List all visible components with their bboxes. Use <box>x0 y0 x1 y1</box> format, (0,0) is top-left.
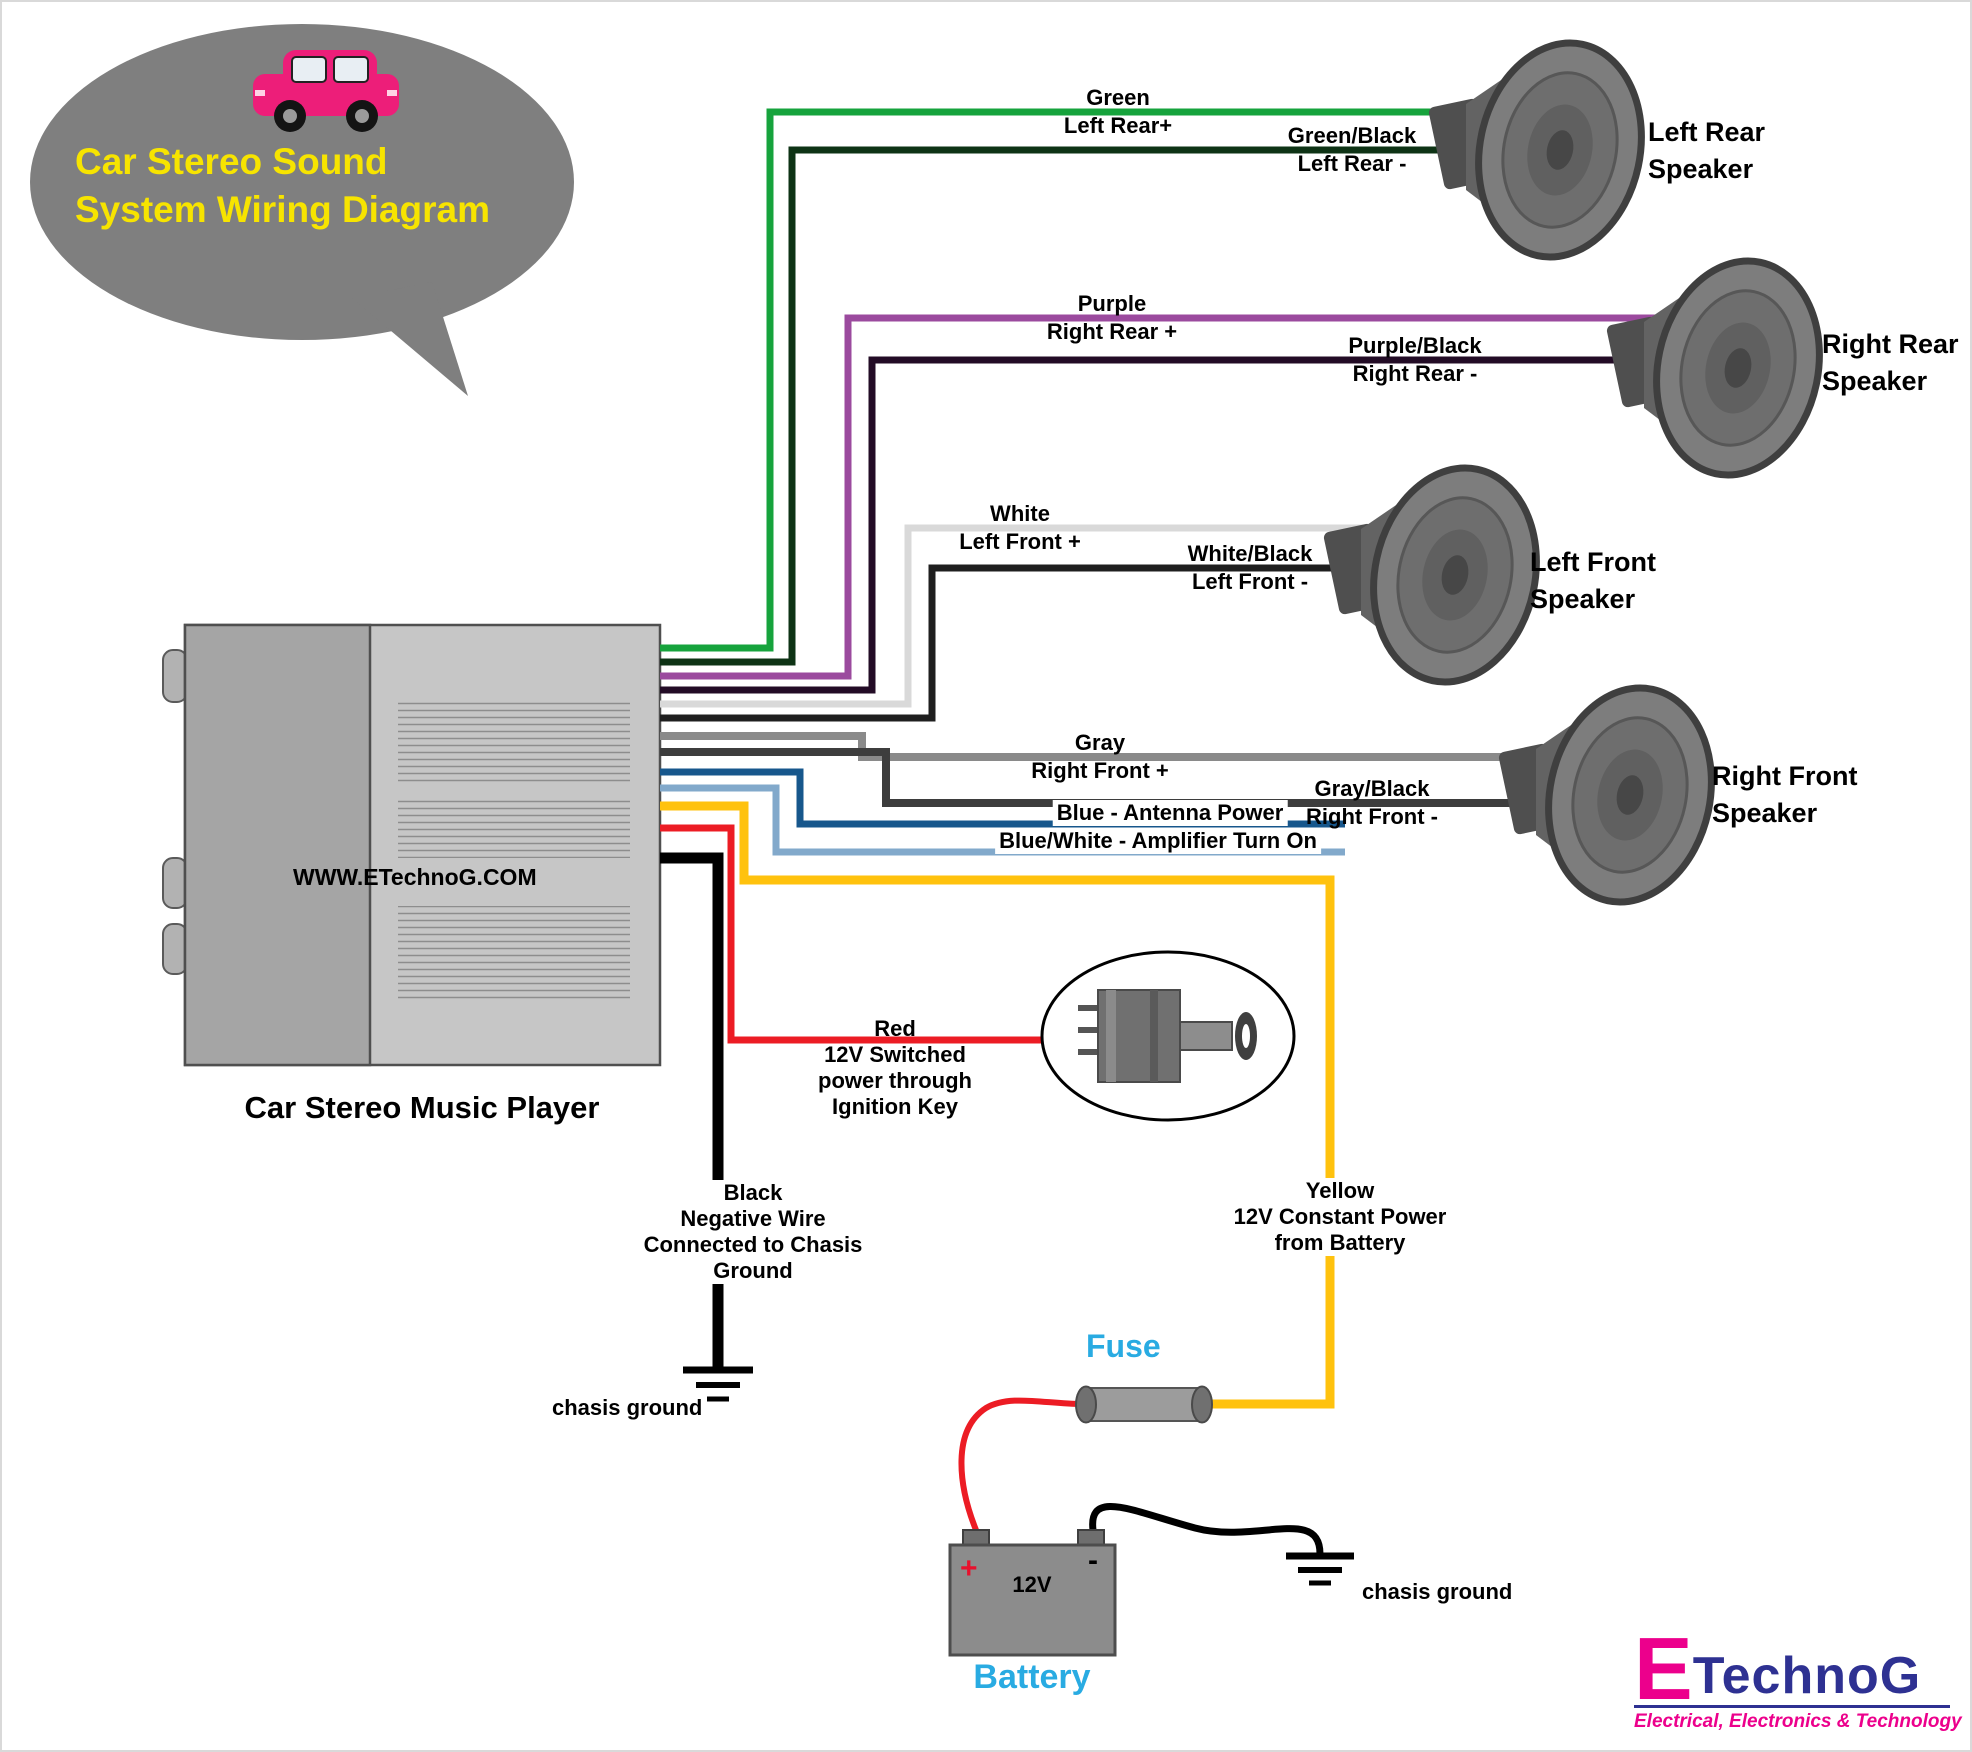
wire-label-line: Red <box>874 1016 916 1041</box>
wire-purple <box>660 314 1672 680</box>
wire-label-green-black: Green/Black Left Rear - <box>1288 122 1416 178</box>
wire-name: Green/Black <box>1287 123 1417 148</box>
wire-label-line: Ignition Key <box>832 1094 958 1119</box>
wire-label-line: Negative Wire <box>680 1206 826 1231</box>
wire-desc: Right Rear - <box>1352 361 1478 386</box>
chassis-ground-label-right: chasis ground <box>1362 1579 1513 1604</box>
diagram-title: Car Stereo Sound System Wiring Diagram <box>75 138 490 234</box>
wire-label-black: Black Negative Wire Connected to Chasis … <box>639 1180 867 1284</box>
speaker-label-line: Left Front <box>1530 547 1656 577</box>
speaker-label-line: Left Rear <box>1648 117 1766 147</box>
ignition-key <box>1040 950 1296 1122</box>
wire-purple-black <box>660 356 1660 694</box>
right-front-speaker <box>1498 673 1731 918</box>
speaker-label-line: Speaker <box>1530 584 1636 614</box>
wire-white-black <box>660 564 1378 722</box>
speaker-label-line: Speaker <box>1648 154 1754 184</box>
speaker-label-line: Speaker <box>1822 366 1928 396</box>
speaker-label-line: Right Front <box>1712 761 1858 791</box>
battery-label: Battery <box>973 1658 1091 1696</box>
wire-label-purple: Purple Right Rear + <box>1047 290 1177 346</box>
wire-desc: Right Front + <box>1031 758 1169 783</box>
wire-label-line: Black <box>723 1180 783 1205</box>
logo-divider <box>1634 1705 1950 1708</box>
left-rear-speaker <box>1428 28 1661 273</box>
wire-battery-positive <box>958 1397 1083 1532</box>
wire-label-blue-white: Blue/White - Amplifier Turn On <box>995 828 1321 854</box>
chassis-ground-symbol-left <box>683 1366 753 1402</box>
right-rear-speaker <box>1606 246 1839 491</box>
wire-label-white: White Left Front + <box>959 500 1081 556</box>
wire-name: Gray/Black <box>1314 776 1430 801</box>
wire-gray <box>660 732 1558 761</box>
wire-desc: Left Front + <box>959 529 1081 554</box>
wire-name: Green <box>1086 85 1150 110</box>
wire-label-line: 12V Switched <box>824 1042 966 1067</box>
battery-minus-terminal-label: - <box>1088 1544 1098 1577</box>
stereo-vents <box>398 700 630 786</box>
wire-label-yellow: Yellow 12V Constant Power from Battery <box>1229 1178 1451 1256</box>
wire-desc: Right Rear + <box>1046 319 1178 344</box>
stereo-unit <box>162 623 662 1067</box>
battery-voltage-label: 12V <box>1012 1572 1052 1597</box>
wire-label-line: power through <box>818 1068 972 1093</box>
wire-name: Gray <box>1074 730 1126 755</box>
wire-label-line: 12V Constant Power <box>1233 1204 1447 1229</box>
left-rear-speaker-label: Left Rear Speaker <box>1648 114 1765 188</box>
stereo-vents <box>398 800 630 858</box>
wire-desc: Left Rear+ <box>1063 113 1173 138</box>
chassis-ground-label-left: chasis ground <box>552 1395 703 1420</box>
wire-battery-negative <box>1089 1503 1324 1555</box>
right-front-speaker-label: Right Front Speaker <box>1712 758 1857 832</box>
fuse <box>1075 1385 1213 1424</box>
wire-label-gray-black: Gray/Black Right Front - <box>1306 775 1438 831</box>
wire-desc: Right Front - <box>1306 804 1438 829</box>
wire-label-line: Connected to Chasis <box>643 1232 863 1257</box>
left-front-speaker <box>1323 453 1556 698</box>
wire-label-line: from Battery <box>1274 1230 1406 1255</box>
stereo-vents <box>398 906 630 1002</box>
fuse-label: Fuse <box>1086 1328 1161 1364</box>
title-line-2: System Wiring Diagram <box>75 189 491 230</box>
wire-label-line: Yellow <box>1305 1178 1375 1203</box>
etechnog-logo: E TechnoG Electrical, Electronics & Tech… <box>1634 1619 1962 1733</box>
wire-label-gray: Gray Right Front + <box>1031 729 1168 785</box>
logo-name: TechnoG <box>1692 1647 1922 1705</box>
wire-red <box>660 824 1045 1044</box>
wire-name: Purple <box>1077 291 1147 316</box>
title-line-1: Car Stereo Sound <box>75 141 388 182</box>
wire-label-blue: Blue - Antenna Power <box>1052 800 1288 826</box>
logo-tagline: Electrical, Electronics & Technology <box>1634 1711 1962 1732</box>
wire-label-line: Ground <box>713 1258 793 1283</box>
speech-bubble <box>30 24 574 396</box>
stereo-watermark: WWW.ETechnoG.COM <box>293 864 537 890</box>
wire-white <box>660 524 1385 708</box>
battery-plus-terminal-label: + <box>960 1552 978 1585</box>
wire-desc: Left Front - <box>1191 569 1309 594</box>
wire-green-black <box>660 146 1483 666</box>
wire-label-purple-black: Purple/Black Right Rear - <box>1348 332 1481 388</box>
wire-black-negative <box>660 852 724 1368</box>
wire-label-white-black: White/Black Left Front - <box>1188 540 1313 596</box>
speaker-label-line: Speaker <box>1712 798 1818 828</box>
wire-name: White/Black <box>1187 541 1313 566</box>
wire-green <box>660 108 1497 652</box>
logo-initial: E <box>1634 1619 1693 1718</box>
wire-label-red: Red 12V Switched power through Ignition … <box>818 1016 972 1120</box>
speaker-label-line: Right Rear <box>1822 329 1959 359</box>
chassis-ground-symbol-right <box>1286 1552 1354 1586</box>
wire-yellow <box>660 801 1335 1409</box>
wire-desc: Left Rear - <box>1297 151 1407 176</box>
wire-label-green: Green Left Rear+ <box>1064 84 1172 140</box>
car-icon <box>253 50 399 132</box>
wire-name: White <box>990 501 1050 526</box>
right-rear-speaker-label: Right Rear Speaker <box>1822 326 1959 400</box>
left-front-speaker-label: Left Front Speaker <box>1530 544 1656 618</box>
battery <box>948 1529 1117 1657</box>
stereo-caption: Car Stereo Music Player <box>244 1090 600 1125</box>
wire-name: Purple/Black <box>1348 333 1482 358</box>
